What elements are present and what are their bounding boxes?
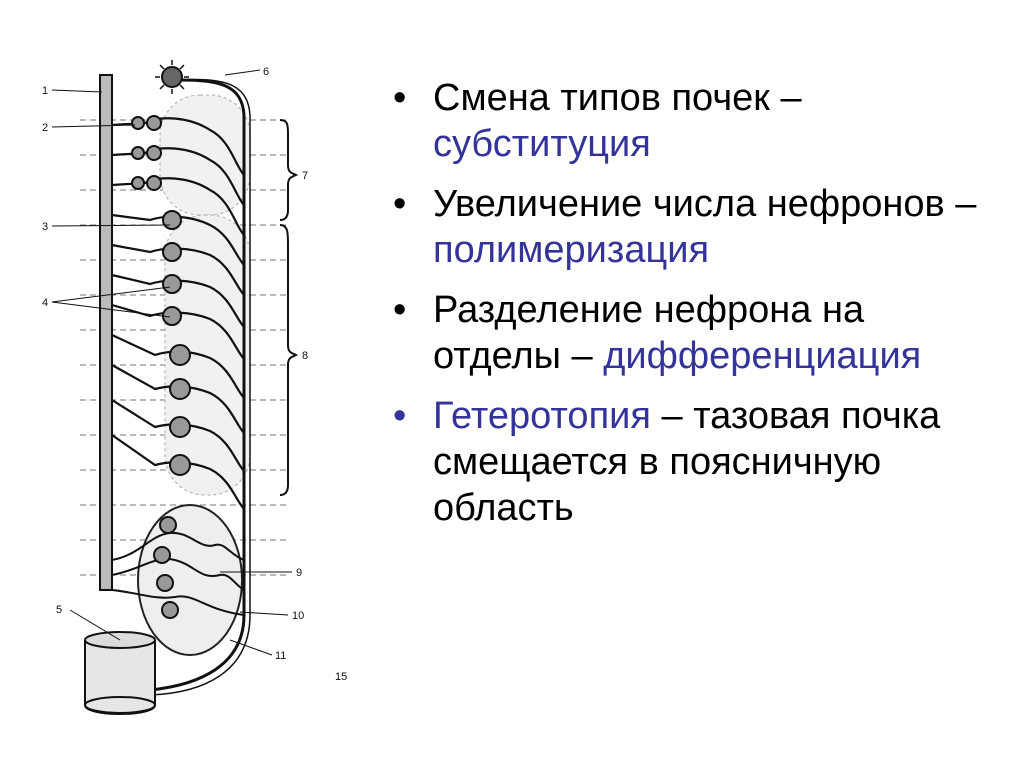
nephrostome-icon: [155, 60, 189, 94]
bullet-dot-icon: •: [393, 181, 406, 227]
main-vessel: [100, 75, 112, 590]
bullet-dot-icon: •: [393, 287, 406, 333]
label-5: 5: [56, 604, 62, 616]
bullet-term: полимеризация: [433, 229, 709, 271]
label-7: 7: [302, 170, 308, 182]
bullet-term: субституция: [433, 123, 651, 165]
label-3: 3: [42, 221, 48, 233]
bullet-lead: Смена типов почек –: [433, 77, 802, 119]
metanephros: [138, 505, 242, 655]
bullet-differentiation: • Разделение нефрона на отделы – диффере…: [393, 287, 993, 379]
label-15: 15: [335, 671, 347, 683]
label-9: 9: [296, 567, 302, 579]
label-11: 11: [275, 650, 286, 662]
label-8: 8: [302, 350, 308, 362]
cloaca: [85, 632, 155, 714]
braces: [280, 120, 296, 495]
bullet-polymerization: • Увеличение числа нефронов – полимериза…: [393, 181, 993, 273]
label-6: 6: [263, 66, 269, 78]
bullet-term: Гетеротопия: [433, 395, 651, 437]
bullet-heterotopy: • Гетеротопия – тазовая почка смещается …: [393, 393, 993, 531]
label-1: 1: [42, 85, 48, 97]
bullet-substitution: • Смена типов почек – субституция: [393, 75, 993, 167]
bullet-term: дифференциация: [603, 335, 921, 377]
label-4: 4: [42, 297, 48, 309]
bullet-dot-icon: •: [393, 393, 406, 439]
label-10: 10: [292, 610, 304, 622]
bullet-lead: Увеличение числа нефронов –: [433, 183, 976, 225]
pronephros-region: [160, 95, 250, 215]
bullet-dot-icon: •: [393, 75, 406, 121]
label-2: 2: [42, 122, 48, 134]
bullet-list: • Смена типов почек – субституция • Увел…: [393, 75, 993, 545]
kidney-evolution-diagram: 1 2 3 4 5 6 7 8 9 10 11 15: [30, 55, 360, 725]
